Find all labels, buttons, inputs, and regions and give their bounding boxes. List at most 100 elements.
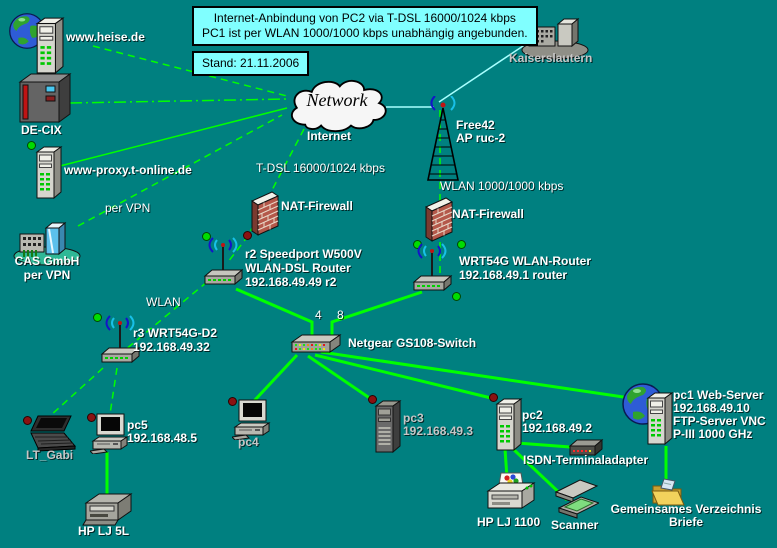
firewall-icon [424, 197, 454, 242]
pc1-label-line3: FTP-Server VNC [673, 414, 766, 428]
company-site-icon [13, 221, 81, 266]
firewall-left-label: NAT-Firewall [281, 199, 353, 213]
kaiserslautern-label: Kaiserslautern [509, 51, 593, 65]
wrt54g-label: WRT54G WLAN-Router 192.168.49.1 router [459, 254, 591, 282]
link-switch-pc3 [307, 354, 372, 401]
link-decix-cloud [69, 98, 288, 104]
pc5-status-dot [87, 413, 96, 422]
link-antenna-kaiserslautern [438, 43, 527, 103]
wrt54g-label-line2: 192.168.49.1 router [459, 268, 568, 282]
link-switch-pc1 [320, 350, 651, 403]
internet-label: Internet [307, 129, 352, 143]
pc2-label: pc2 192.168.49.2 [522, 409, 592, 435]
radio-mast-icon [427, 96, 459, 181]
pc5-label-line1: pc5 [127, 418, 148, 432]
wrt54g-status-dot-3 [452, 292, 461, 301]
switch-icon [290, 334, 342, 353]
r2-label-line1: r2 Speedport W500V [245, 247, 362, 261]
r2-label-line2: WLAN-DSL Router [245, 261, 351, 275]
pc3-status-dot [368, 395, 377, 404]
wrt54g-label-line1: WRT54G WLAN-Router [459, 254, 591, 268]
r3-status-dot [93, 313, 102, 322]
link-pc2-isdn [516, 441, 571, 449]
wlan-speed-edge-label: WLAN 1000/1000 kbps [440, 179, 564, 193]
pc2-status-dot [489, 393, 498, 402]
pc1-label-line4: P-III 1000 GHz [673, 427, 753, 441]
laptop-icon [30, 415, 77, 452]
pc2-label-line2: 192.168.49.2 [522, 421, 593, 435]
wireless-router-icon [203, 237, 244, 286]
dark-server-icon [18, 73, 72, 123]
firewall-icon [250, 191, 280, 236]
proxy-status-dot [27, 141, 36, 150]
pc3-label-line2: 192.168.49.3 [403, 424, 474, 438]
decix-label: DE-CIX [21, 123, 62, 137]
cas-label: CAS GmbH per VPN [8, 254, 86, 282]
link-cas-cloud-vpn [77, 114, 283, 227]
note-box: Internet-Anbindung von PC2 via T-DSL 160… [192, 6, 538, 46]
r3-label: r3 WRT54G-D2 192.168.49.32 [133, 326, 217, 354]
isdn-label: ISDN-Terminaladapter [523, 453, 649, 467]
link-r2-r3-wlan [124, 281, 208, 351]
pc5-label-line2: 192.168.48.5 [127, 431, 198, 445]
note-line-1: Internet-Anbindung von PC2 via T-DSL 160… [213, 11, 516, 25]
cas-label-line2: per VPN [23, 268, 71, 282]
ltgabi-label: LT_Gabi [26, 448, 74, 462]
pc1-label: pc1 Web-Server 192.168.49.10 FTP-Server … [673, 389, 766, 441]
cas-label-line1: CAS GmbH [14, 254, 80, 268]
link-r2-switch-port4 [235, 287, 314, 339]
hplj5l-label: HP LJ 5L [78, 524, 130, 538]
folder-label: Gemeinsames Verzeichnis Briefe [588, 503, 777, 529]
heise-label: www.heise.de [66, 30, 145, 44]
wlan-edge-label: WLAN [146, 295, 181, 309]
link-switch-pc4 [252, 353, 299, 403]
note-line-2: PC1 ist per WLAN 1000/1000 kbps unabhäng… [202, 26, 528, 40]
server-tower-icon [35, 146, 63, 199]
wireless-router-icon [100, 315, 141, 364]
wrt54g-status-dot-2 [457, 240, 466, 249]
link-r3-ltgabi [49, 367, 104, 417]
tdsl-edge-label: T-DSL 16000/1024 kbps [256, 161, 385, 175]
tower-pc-icon [374, 400, 402, 453]
link-heise-cloud [92, 45, 288, 97]
date-text: Stand: 21.11.2006 [202, 56, 300, 70]
pc4-status-dot [228, 397, 237, 406]
free42-label-line2: AP ruc-2 [456, 131, 506, 145]
pc3-label-line1: pc3 [403, 411, 424, 425]
inkjet-printer-icon [486, 472, 536, 509]
city-icon [521, 17, 589, 60]
r3-label-line2: 192.168.49.32 [133, 340, 210, 354]
ltgabi-status-dot [23, 416, 32, 425]
r3-label-line1: r3 WRT54G-D2 [133, 326, 218, 340]
wireless-router-icon [412, 243, 453, 292]
free42-label-line1: Free42 [456, 118, 495, 132]
pc4-label: pc4 [238, 435, 259, 449]
internet-cloud-icon [290, 79, 387, 133]
r2-label-line3: 192.168.49.49 r2 [245, 275, 337, 289]
firewall-right-label: NAT-Firewall [452, 207, 524, 221]
laser-printer-icon [82, 493, 133, 526]
link-proxy-cloud [59, 107, 288, 167]
desktop-pc-icon [90, 413, 129, 454]
switch-label: Netgear GS108-Switch [348, 336, 477, 350]
switch-port4-label: 4 [315, 308, 322, 322]
folder-label-line2: Briefe [668, 515, 703, 529]
per-vpn-edge-label: per VPN [105, 201, 151, 215]
tower-pc-icon [495, 398, 523, 451]
cloud-title: Network [306, 90, 368, 110]
pc1-label-line1: pc1 Web-Server [673, 388, 764, 402]
r2-label: r2 Speedport W500V WLAN-DSL Router 192.1… [245, 247, 362, 289]
hplj1100-label: HP LJ 1100 [477, 515, 541, 529]
link-wrt54g-switch-port8 [330, 290, 423, 339]
folder-label-line1: Gemeinsames Verzeichnis [610, 502, 762, 516]
server-tower-icon [35, 17, 65, 74]
r2-status-dot-green [202, 232, 211, 241]
server-tower-icon [646, 392, 674, 446]
switch-port8-label: 8 [337, 308, 344, 322]
proxy-label: www-proxy.t-online.de [64, 163, 192, 177]
link-switch-pc2 [314, 353, 492, 400]
desktop-pc-icon [232, 399, 271, 440]
pc1-label-line2: 192.168.49.10 [673, 401, 750, 415]
